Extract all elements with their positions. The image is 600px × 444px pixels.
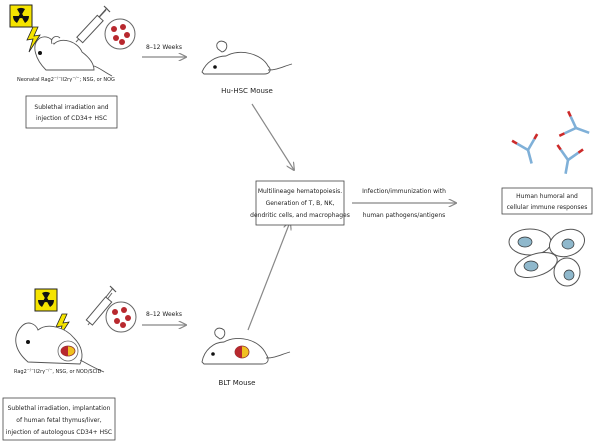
center-line3: dendritic cells, and macrophages	[250, 212, 350, 219]
response-line2: cellular immune responses	[507, 204, 588, 211]
center-line2: Generation of T, B, NK,	[266, 200, 335, 207]
immune-cell-icon-3	[514, 252, 558, 278]
antibody-icon-1	[511, 133, 539, 164]
cells-circle-icon-bottom	[105, 301, 137, 333]
cells-circle-icon-top	[104, 18, 136, 50]
hu-hsc-label: Hu-HSC Mouse	[221, 87, 273, 95]
mouse-icon-blt	[201, 327, 291, 365]
procedure-box-bottom: Sublethal irradiation, implantation of h…	[2, 397, 116, 441]
infection-line2: human pathogens/antigens	[363, 212, 446, 219]
infection-line1: Infection/immunization with	[362, 188, 446, 195]
arrow-blt-to-center	[247, 222, 290, 331]
procedure-top-line1: Sublethal irradiation and	[34, 104, 108, 111]
response-line1: Human humoral and	[516, 193, 578, 200]
duration-bottom: 8–12 Weeks	[146, 311, 182, 318]
antibody-icon-3	[556, 144, 584, 175]
center-line1: Multilineage hematopoiesis.	[258, 188, 342, 195]
strain-label-top: Neonatal Rag2−/−Il2rγ−/−; NSG, or NOG	[17, 76, 115, 83]
antibody-icon-2	[558, 110, 590, 137]
syringe-icon-top	[75, 5, 111, 44]
procedure-bottom-line1: Sublethal irradiation, implantation	[8, 405, 111, 412]
immune-cell-icon-4	[553, 257, 581, 287]
procedure-bottom-line3: injection of autologous CD34+ HSC	[6, 429, 112, 436]
blt-label: BLT Mouse	[219, 379, 256, 387]
immune-cell-icon-1	[508, 228, 552, 256]
procedure-top-line2: injection of CD34+ HSC	[36, 115, 107, 122]
immune-cell-icon-2	[549, 228, 585, 258]
mouse-icon-neonatal-top	[34, 35, 113, 77]
procedure-box-top: Sublethal irradiation and injection of C…	[25, 95, 118, 129]
arrow-hu-hsc-to-center	[251, 103, 294, 170]
strain-label-bottom: Rag2−/−Il2rγ−/−, NSG, or NOD/SCID	[14, 368, 102, 375]
mouse-icon-adult-bottom	[15, 322, 105, 373]
mouse-icon-hu-hsc	[201, 40, 293, 75]
syringe-icon-bottom	[85, 285, 117, 326]
procedure-bottom-line2: of human fetal thymus/liver,	[16, 417, 101, 424]
radiation-icon-bottom	[34, 288, 58, 312]
response-box: Human humoral and cellular immune respon…	[501, 187, 593, 215]
center-box: Multilineage hematopoiesis. Generation o…	[250, 180, 350, 226]
lightning-bolt-icon-top	[26, 26, 41, 53]
radiation-icon-top	[9, 4, 33, 28]
duration-top: 8–12 Weeks	[146, 44, 182, 51]
